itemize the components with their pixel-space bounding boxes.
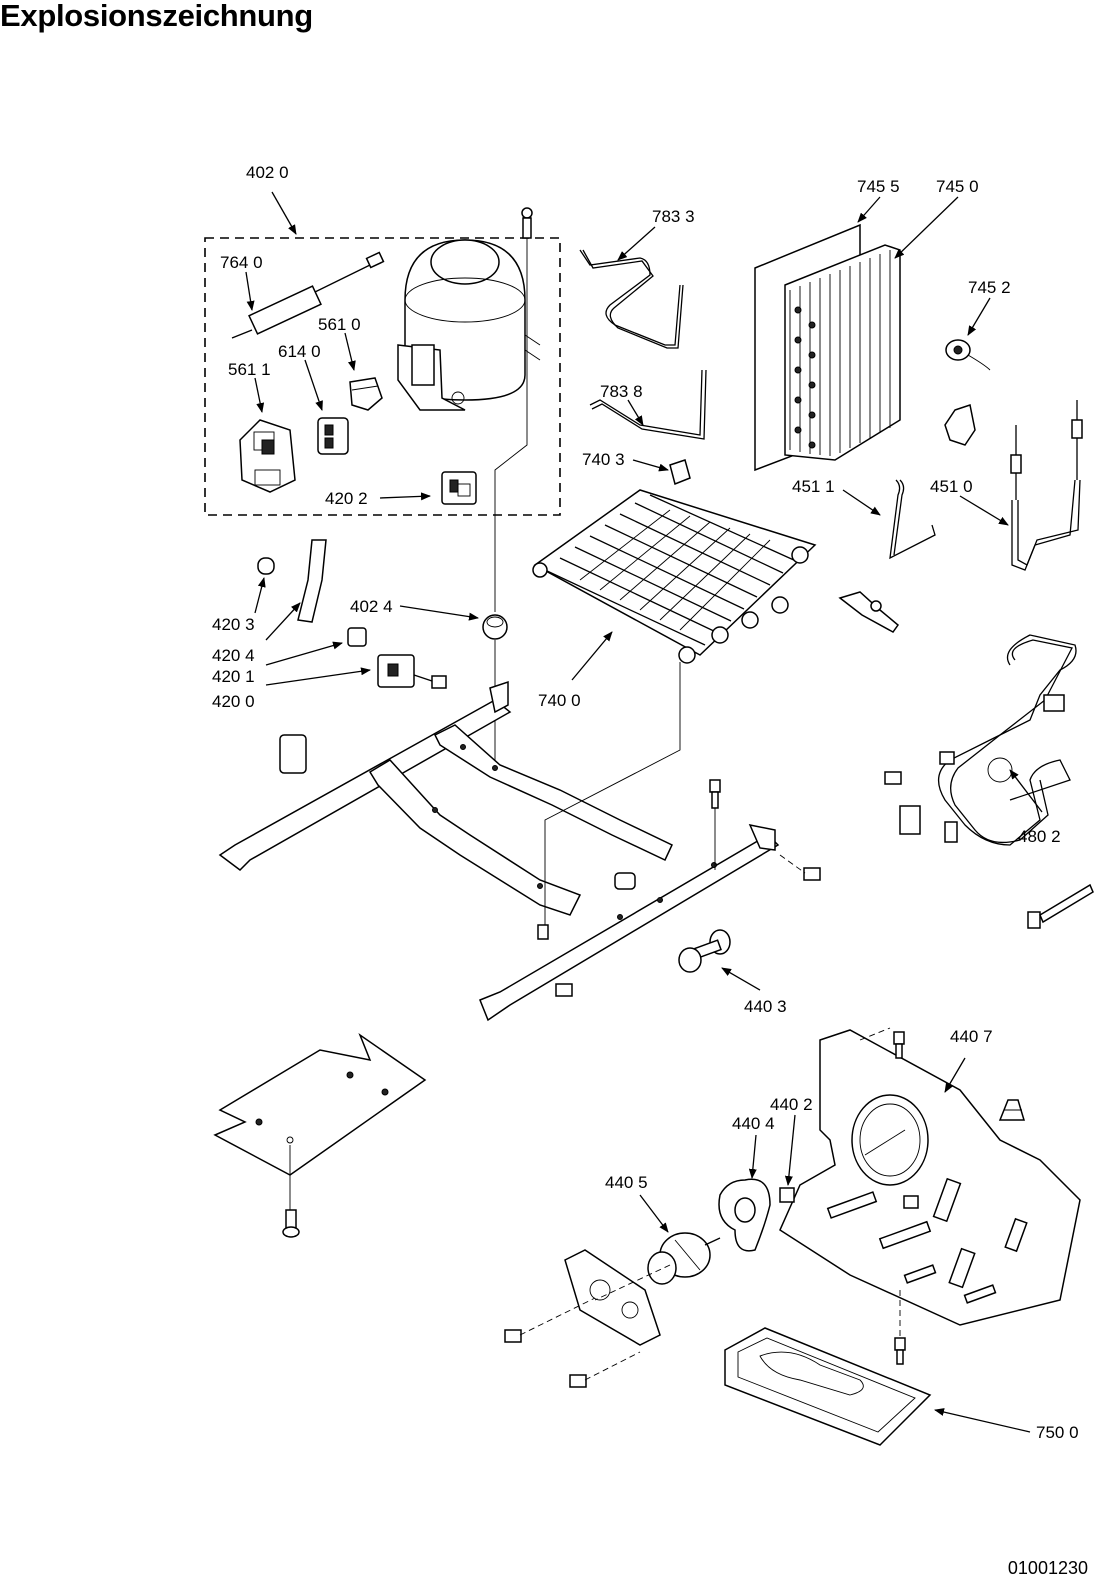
callout-4407: 440 7	[950, 1027, 993, 1046]
callout-7500: 750 0	[1036, 1423, 1079, 1442]
tube-clip	[944, 404, 976, 446]
callout-7400: 740 0	[538, 691, 581, 710]
grommet	[257, 557, 275, 575]
capacitor-bracket	[377, 654, 447, 689]
callout-4201: 420 1	[212, 667, 255, 686]
callout-4020: 402 0	[246, 163, 289, 182]
filter-drier	[231, 251, 385, 339]
page-title: Explosionszeichnung	[0, 0, 313, 33]
callout-4024: 402 4	[350, 597, 393, 616]
fan-clip	[779, 1187, 795, 1203]
base-plate-screw	[282, 1209, 300, 1238]
callout-7455: 745 5	[857, 177, 900, 196]
callout-4802: 480 2	[1018, 827, 1061, 846]
drain-pan	[724, 1327, 932, 1446]
callout-4203: 420 3	[212, 615, 255, 634]
frame-bolts	[537, 779, 821, 997]
evaporator-bracket	[838, 591, 900, 633]
evaporator-tubes	[544, 494, 797, 646]
thermistor	[945, 339, 991, 371]
wire-nut	[998, 1099, 1026, 1121]
callout-4202: 420 2	[325, 489, 368, 508]
callout-7452: 745 2	[968, 278, 1011, 297]
tube-783-8	[589, 369, 707, 440]
callout-4402: 440 2	[770, 1095, 813, 1114]
cable-tie	[1027, 883, 1094, 929]
overload-protector	[349, 377, 383, 411]
callout-4200: 420 0	[212, 692, 255, 711]
start-relay	[317, 417, 349, 455]
condenser-return-bends	[794, 306, 816, 449]
leader-lines	[245, 191, 1043, 1433]
document-number: 01001230	[1007, 1558, 1088, 1578]
base-frame	[218, 680, 780, 1022]
callout-labels: 402 0 764 0 561 0 614 0 561 1 420 2 783 …	[212, 163, 1079, 1442]
callout-7640: 764 0	[220, 253, 263, 272]
fan-housing	[779, 1029, 1081, 1326]
callout-4403: 440 3	[744, 997, 787, 1016]
callout-4405: 440 5	[605, 1173, 648, 1192]
fan-motor	[647, 1232, 721, 1285]
callout-7403: 740 3	[582, 450, 625, 469]
evaporator-clip	[669, 459, 691, 486]
motor-bracket	[564, 1249, 661, 1346]
drain-tube	[1010, 400, 1083, 571]
fan-blade	[718, 1178, 771, 1252]
bracket-screws	[504, 1329, 587, 1388]
compressor	[397, 239, 541, 411]
connector-4204	[347, 627, 367, 647]
capacitor-box	[441, 471, 477, 505]
condenser	[754, 223, 901, 472]
base-plate	[213, 1032, 427, 1176]
wire-harness	[884, 634, 1077, 846]
compressor-grommet	[482, 614, 508, 640]
callout-7833: 783 3	[652, 207, 695, 226]
hose	[297, 539, 327, 623]
heater-loop	[889, 479, 936, 560]
condenser-fins	[789, 250, 891, 456]
callout-4404: 440 4	[732, 1114, 775, 1133]
compressor-bolt	[521, 207, 533, 239]
evaporator-fins	[579, 509, 771, 631]
callout-4511: 451 1	[792, 477, 835, 496]
tube-783-3	[579, 249, 684, 349]
ptc-relay	[239, 419, 296, 493]
compressor-group-boundary	[204, 237, 561, 516]
callout-4510: 451 0	[930, 477, 973, 496]
evaporator-coil	[532, 489, 817, 664]
compressor-group	[204, 207, 561, 612]
callout-5611: 561 1	[228, 360, 271, 379]
leveling-foot	[678, 929, 731, 973]
callout-5610: 561 0	[318, 315, 361, 334]
callout-4204: 420 4	[212, 646, 255, 665]
callout-7838: 783 8	[600, 382, 643, 401]
housing-screws	[893, 1031, 906, 1365]
callout-7450: 745 0	[936, 177, 979, 196]
callout-6140: 614 0	[278, 342, 321, 361]
